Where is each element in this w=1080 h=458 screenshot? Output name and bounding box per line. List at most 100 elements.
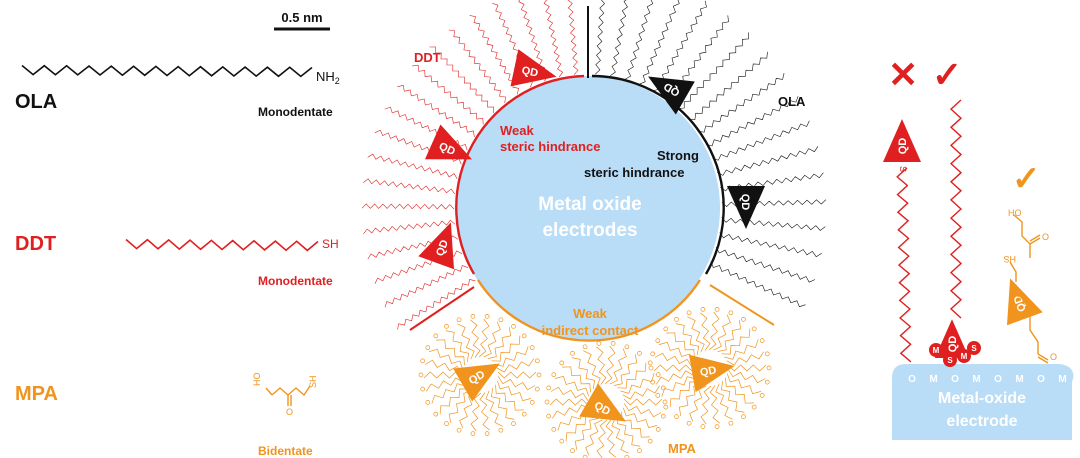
mpa-strand	[478, 318, 490, 358]
mpa-strand	[725, 377, 754, 404]
mpa-strand-end	[529, 400, 535, 405]
mpa-strand-end	[650, 379, 656, 385]
mpa-strand-end	[418, 372, 424, 378]
mpa-strand-end	[470, 314, 476, 319]
mpa-strand	[495, 384, 524, 411]
mpa-strand	[585, 419, 603, 456]
mpa-strand-end	[534, 358, 540, 364]
mpa-strand	[666, 332, 695, 359]
mpa-strand-end	[766, 365, 772, 371]
mpa-strand-end	[655, 338, 661, 343]
mpa-strand	[496, 380, 532, 402]
ligand-ray	[710, 261, 806, 308]
mpa-strand	[717, 320, 742, 352]
ligand-ray	[397, 84, 475, 137]
mpa-strand-end	[741, 414, 746, 419]
divider-right	[709, 284, 775, 326]
mpa-strand-end	[728, 420, 734, 426]
mpa-strand	[604, 345, 616, 385]
cross-icon: ✕	[888, 54, 918, 95]
mpa-strand	[496, 358, 534, 373]
ddt-molecule: SH	[125, 237, 339, 252]
mpa-strand	[494, 346, 529, 367]
strong-steric-line1: Strong	[657, 148, 699, 163]
mpa-strand	[678, 384, 703, 416]
mpa-name: MPA	[15, 383, 58, 405]
ligand-ray	[719, 232, 822, 258]
ligand-ray	[429, 46, 494, 114]
ola-name: OLA	[15, 91, 57, 113]
mpa-strand-end	[420, 358, 426, 364]
mpa-strand-end	[546, 385, 552, 391]
mpa-strand	[675, 323, 699, 355]
mpa-strand-end	[425, 400, 431, 405]
right-mpa-s-label: S	[1016, 292, 1022, 302]
ligand-ray	[367, 153, 458, 180]
mpa-strand	[721, 328, 751, 355]
weak-contact-line1: Weak	[573, 306, 607, 321]
mpa-strand-end	[655, 427, 661, 432]
surface-atom	[901, 365, 923, 387]
mpa-strand	[622, 407, 658, 429]
right-mpa-o2-label: O	[1050, 352, 1057, 362]
mpa-strand	[661, 376, 696, 397]
quantum-dot-triangle	[425, 124, 473, 160]
mpa-strand	[611, 417, 629, 454]
quantum-dot-label: QD	[739, 194, 751, 211]
ligand-ray	[594, 0, 605, 75]
mpa-strand-end	[759, 393, 765, 398]
mpa-strand	[726, 351, 764, 366]
checkmark-orange-icon: ✓	[1012, 160, 1041, 198]
mpa-strand	[617, 362, 647, 389]
mpa-strand-end	[425, 345, 431, 350]
ligand-ray	[363, 219, 456, 234]
mpa-strand	[613, 354, 638, 386]
mpa-strand-end	[551, 427, 557, 432]
right-mpa-hs-label: HS	[1003, 254, 1016, 264]
mpa-strand	[708, 311, 720, 351]
surface-atom	[944, 365, 966, 387]
scale-bar: 0.5 nm	[274, 10, 330, 31]
metal-oxide-electrode-circle	[456, 76, 720, 340]
strong-steric-line2: steric hindrance	[584, 165, 684, 180]
mpa-strand	[470, 319, 481, 358]
mpa-strand	[491, 335, 521, 362]
quantum-dot: QD	[418, 222, 455, 270]
mpa-strand-end	[534, 386, 540, 392]
surface-atom-label: M	[1058, 374, 1066, 385]
bound-atom	[929, 343, 943, 357]
right-mpa-o-label: O	[1042, 232, 1049, 242]
mpa-strand	[583, 350, 601, 387]
detached-thiol-chain	[896, 167, 912, 363]
mpa-strand	[724, 339, 759, 360]
ligand-ray	[361, 203, 455, 210]
quantum-dot-triangle	[883, 119, 921, 162]
mpa-strand-end	[714, 424, 720, 429]
surface-atom	[1051, 365, 1074, 387]
mpa-strand-end	[444, 324, 449, 329]
mpa-strand-end	[498, 317, 504, 323]
mpa-strand-end	[700, 424, 706, 429]
ligand-ray	[567, 0, 579, 75]
ola-region-label: OLA	[778, 94, 806, 109]
mpa-strand	[605, 419, 616, 458]
mpa-strand	[550, 386, 589, 401]
mpa-strand-end	[544, 399, 550, 405]
mpa-strand-end	[700, 307, 706, 312]
mpa-strand	[562, 366, 591, 393]
ola-molecule: NH2	[21, 64, 340, 86]
mpa-strand-end	[529, 345, 535, 350]
mpa-strand-end	[660, 385, 666, 391]
mpa-region-label: MPA	[668, 441, 697, 456]
quantum-dot: QD	[453, 363, 500, 402]
bound-atom-label: M	[933, 346, 940, 355]
mpa-strand-end	[521, 411, 527, 417]
thiol-s-label: S	[898, 166, 908, 172]
mpa-strand	[727, 369, 766, 384]
ola-ligand-rays	[594, 0, 827, 308]
weak-steric-line2: steric hindrance	[500, 139, 600, 154]
mpa-strand-end	[470, 431, 476, 436]
mpa-strand-end	[662, 399, 668, 405]
mpa-strand-end	[751, 404, 757, 410]
mpa-strand	[622, 385, 660, 400]
